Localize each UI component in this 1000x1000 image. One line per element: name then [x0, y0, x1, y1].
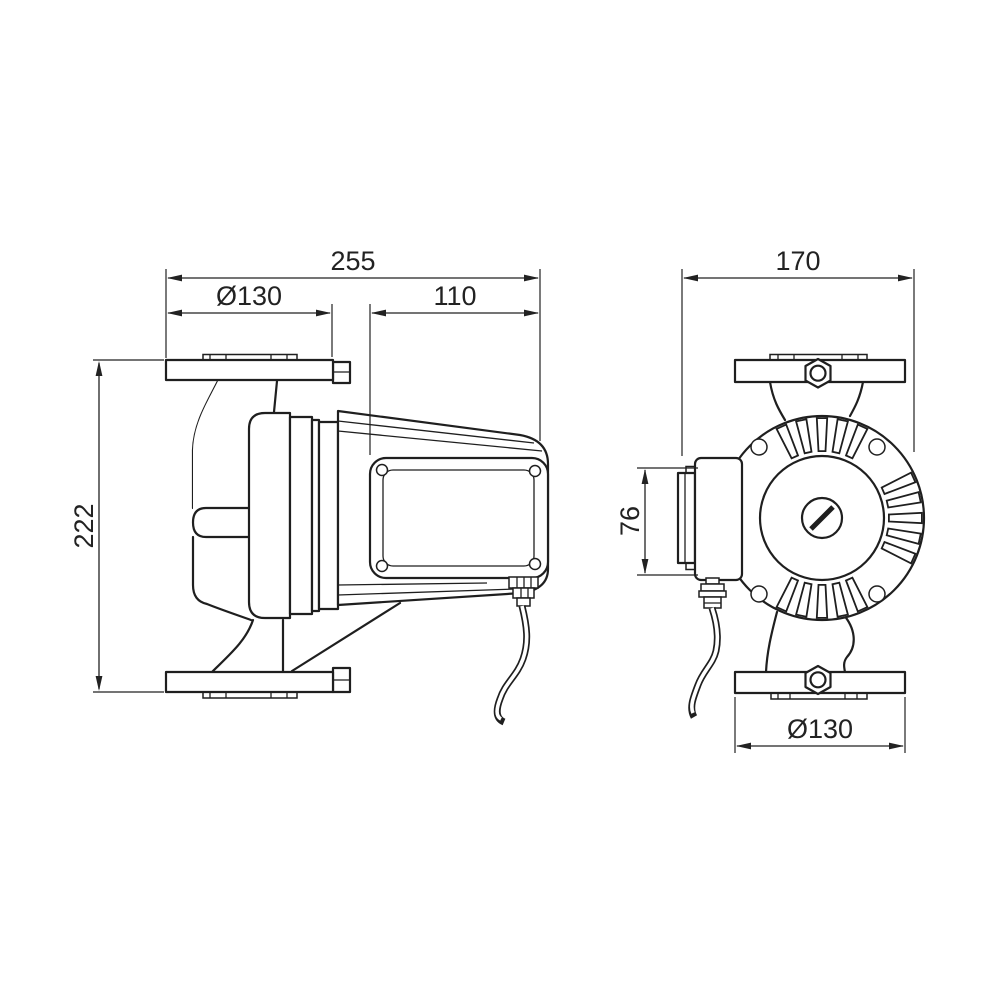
fin-slot [831, 418, 850, 455]
motor-fin-line [337, 430, 543, 452]
front-lower-neck-right [841, 612, 855, 674]
dim-label-222: 222 [69, 503, 99, 548]
top-flange-front [733, 353, 907, 389]
stator-ring-3 [317, 420, 340, 611]
fin-slot [844, 423, 869, 460]
motor-fin-line [337, 582, 488, 586]
fin-slot [775, 576, 800, 613]
pump-flange-slab [247, 411, 292, 620]
cable-gland-side [508, 576, 539, 607]
volute-body-fill [193, 381, 258, 621]
dim-label-76: 76 [615, 506, 645, 536]
dim-front-flange-diameter: Ø130 [736, 714, 904, 750]
dim-label-d130-side: Ø130 [216, 281, 282, 311]
lower-pipe-neck [210, 618, 255, 674]
side-port-stub [191, 506, 252, 539]
ring-bolt-hole [868, 585, 886, 603]
cable-gland-front [698, 577, 727, 609]
dim-label-255: 255 [330, 246, 375, 276]
dim-label-110: 110 [433, 281, 476, 311]
terminal-box-lid [676, 471, 697, 565]
fin-slot [880, 540, 917, 565]
top-flange-plate [164, 358, 335, 382]
bottom-flange-plate [164, 670, 335, 694]
dim-label-170: 170 [775, 246, 820, 276]
dim-side-overall-height: 222 [69, 361, 103, 691]
flange-bolt-hole [809, 671, 827, 689]
motor-fin-line [337, 588, 517, 596]
front-lower-neck [764, 610, 779, 674]
dim-side-overall-length: 255 [167, 246, 539, 282]
dim-front-terminal-box-height: 76 [615, 469, 649, 574]
fin-slot [831, 581, 850, 618]
fin-slot [815, 584, 829, 619]
terminal-box-side [368, 456, 550, 580]
upper-pipe-neck-right [272, 379, 279, 414]
fin-slot [880, 471, 917, 496]
ring-bolt-hole [868, 438, 886, 456]
volute-body-outline [191, 535, 253, 622]
ring-bolt-hole [750, 438, 768, 456]
fin-slot [815, 417, 829, 453]
dim-label-d130-front: Ø130 [787, 714, 853, 744]
fin-slot [844, 576, 869, 613]
front-upper-neck [768, 380, 787, 422]
dim-side-motor-box-length: 110 [371, 281, 539, 317]
fin-slot [794, 418, 813, 455]
fin-slot [885, 527, 922, 546]
ring-bolt-hole [750, 585, 768, 603]
front-upper-neck-right [848, 380, 865, 418]
lid-screw [528, 557, 542, 571]
terminal-box-lid-seam [382, 469, 535, 567]
support-bracket-line [290, 601, 402, 673]
bottom-flange-front [733, 664, 907, 700]
terminal-box-body [693, 456, 744, 582]
cooling-fin-slots [775, 417, 923, 619]
dim-front-overall-width: 170 [683, 246, 913, 282]
fin-slot [794, 581, 813, 618]
fin-slot [885, 490, 922, 509]
power-cable-side [493, 605, 531, 726]
fin-slot [775, 423, 800, 460]
vent-plug-slot [809, 505, 835, 531]
flange-bolt-hole [809, 364, 827, 382]
power-cable-front [688, 606, 721, 719]
terminal-box-front [676, 456, 744, 582]
side-view [164, 353, 550, 726]
fin-slot [888, 511, 923, 525]
dim-side-flange-diameter: Ø130 [167, 281, 331, 317]
front-view [676, 353, 926, 719]
lid-screw [375, 559, 389, 573]
dimensions: 255 Ø130 110 222 170 [69, 246, 915, 753]
lid-screw [375, 463, 389, 477]
bottom-flange-side [164, 666, 352, 699]
lid-screw [528, 464, 542, 478]
top-flange-side [164, 353, 352, 385]
motor-fin-line [337, 420, 535, 444]
stator-ring-1 [288, 415, 314, 616]
